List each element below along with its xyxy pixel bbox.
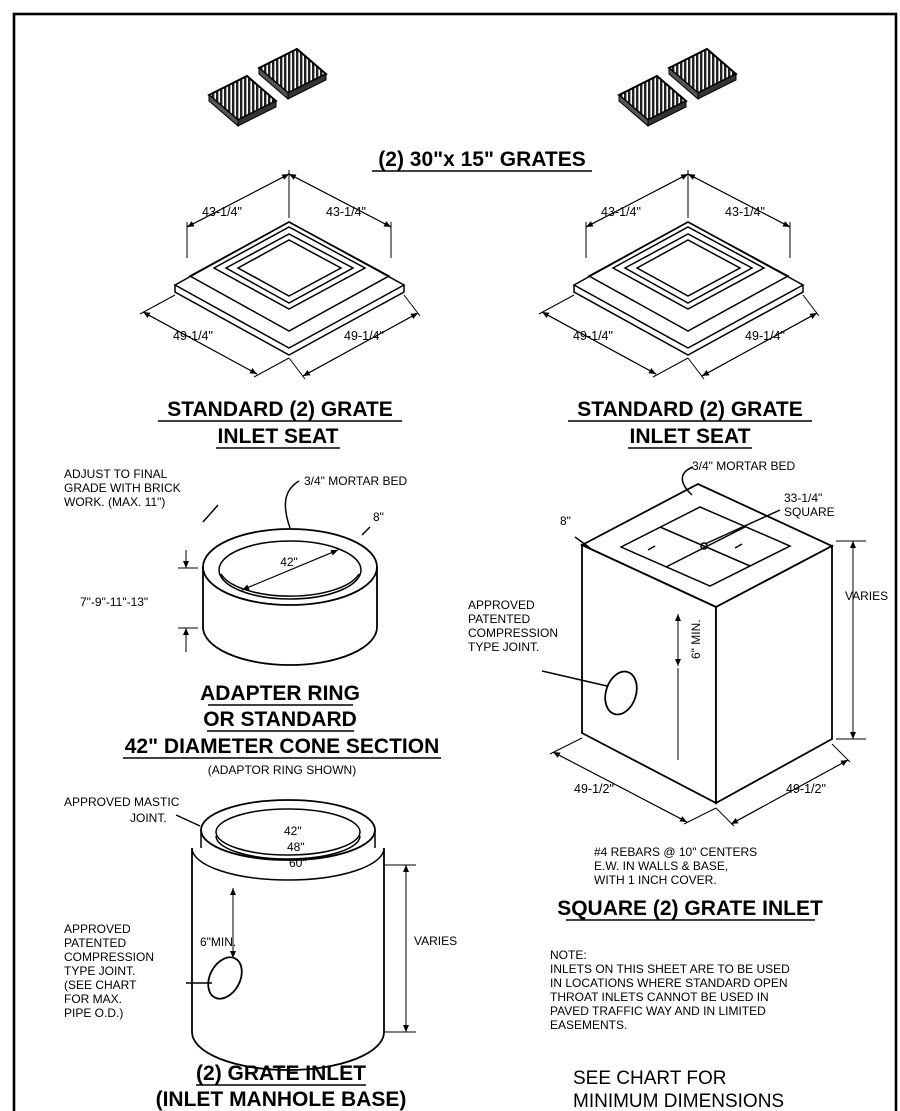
manhole-joint-line7: PIPE O.D.) (64, 1006, 123, 1020)
square-varies-label: VARIES (845, 589, 888, 603)
adapter-subtitle: (ADAPTOR RING SHOWN) (208, 763, 356, 777)
adapter-wall-label: 8" (373, 510, 384, 524)
adapter-title-line1: ADAPTER RING (200, 682, 360, 705)
manhole-d2: 48" (287, 840, 305, 854)
manhole-mastic-line2: JOINT. (130, 811, 167, 825)
square-dim-left: 49-1/2" (574, 782, 614, 796)
square-joint-line4: TYPE JOINT. (468, 640, 539, 654)
adapter-heights-label: 7"-9"-11"-13" (80, 595, 148, 609)
manhole-joint-line2: PATENTED (64, 936, 127, 950)
grates-title: (2) 30"x 15" GRATES (378, 148, 585, 171)
adapter-ring-drawing (178, 480, 378, 666)
seat-left-title-line2: INLET SEAT (218, 425, 339, 448)
square-wall-label: 8" (560, 514, 571, 528)
seat-right-title-line2: INLET SEAT (630, 425, 751, 448)
manhole-joint-line3: COMPRESSION (64, 950, 154, 964)
square-title: SQUARE (2) GRATE INLET (557, 897, 823, 920)
seat-left-dim-bottom-left: 49-1/4" (173, 329, 213, 343)
note-line1: INLETS ON THIS SHEET ARE TO BE USED (550, 962, 790, 976)
manhole-joint-line6: FOR MAX. (64, 992, 122, 1006)
chart-ref-line2: MINIMUM DIMENSIONS (573, 1091, 784, 1111)
manhole-title-line2: (INLET MANHOLE BASE) (156, 1088, 407, 1111)
square-joint-line2: PATENTED (468, 612, 531, 626)
seat-right-title-line1: STANDARD (2) GRATE (577, 398, 803, 421)
adapter-title-line3: 42" DIAMETER CONE SECTION (125, 735, 440, 758)
square-min-label: 6" MIN. (689, 619, 703, 659)
grate-pair-right (617, 47, 738, 128)
note-line4: PAVED TRAFFIC WAY AND IN LIMITED (550, 1004, 766, 1018)
adapter-title-line2: OR STANDARD (203, 708, 357, 731)
adapter-diameter-label: 42" (280, 555, 298, 569)
square-rebar-line2: E.W. IN WALLS & BASE, (594, 859, 728, 873)
manhole-d3: 60" (289, 856, 307, 870)
manhole-title-line1: (2) GRATE INLET (196, 1062, 366, 1085)
square-dim-right: 49-1/2" (786, 782, 826, 796)
square-dim-line2: SQUARE (784, 505, 835, 519)
adapter-note-line1: ADJUST TO FINAL (64, 467, 168, 481)
seat-left-dim-bottom-right: 49-1/4" (344, 329, 384, 343)
manhole-mastic-line1: APPROVED MASTIC (64, 795, 180, 809)
seat-right-dim-top-right: 43-1/4" (725, 205, 765, 219)
seat-right-dim-top-left: 43-1/4" (601, 205, 641, 219)
square-dim-line1: 33-1/4" (784, 491, 822, 505)
seat-right-dim-bottom-right: 49-1/4" (745, 329, 785, 343)
square-joint-line1: APPROVED (468, 598, 535, 612)
manhole-min-label: 6"MIN. (200, 935, 236, 949)
manhole-drawing (175, 799, 416, 1071)
adapter-mortar-label: 3/4" MORTAR BED (304, 474, 408, 488)
seat-left-title-line1: STANDARD (2) GRATE (167, 398, 393, 421)
adapter-note-line2: GRADE WITH BRICK (64, 481, 181, 495)
manhole-joint-line4: TYPE JOINT. (64, 964, 135, 978)
manhole-joint-line1: APPROVED (64, 922, 131, 936)
seat-right-dim-bottom-left: 49-1/4" (573, 329, 613, 343)
inlet-seat-left-drawing (139, 170, 421, 380)
square-rebar-line3: WITH 1 INCH COVER. (594, 873, 717, 887)
note-label: NOTE: (550, 948, 587, 962)
note-line5: EASEMENTS. (550, 1018, 627, 1032)
manhole-joint-line5: (SEE CHART (64, 978, 137, 992)
square-joint-line3: COMPRESSION (468, 626, 558, 640)
note-line2: IN LOCATIONS WHERE STANDARD OPEN (550, 976, 788, 990)
seat-left-dim-top-right: 43-1/4" (326, 205, 366, 219)
adapter-note-line3: WORK. (MAX. 11") (64, 495, 165, 509)
note-line3: THROAT INLETS CANNOT BE USED IN (550, 990, 769, 1004)
square-inlet-drawing (541, 466, 866, 827)
grate-pair-left (207, 47, 328, 128)
seat-left-dim-top-left: 43-1/4" (202, 205, 242, 219)
manhole-d1: 42" (284, 824, 302, 838)
square-mortar-label: 3/4" MORTAR BED (692, 459, 796, 473)
manhole-varies-label: VARIES (414, 934, 457, 948)
inlet-seat-right-drawing (538, 170, 820, 380)
sheet-border (12, 12, 898, 1111)
chart-ref-line1: SEE CHART FOR (573, 1068, 726, 1089)
square-rebar-line1: #4 REBARS @ 10" CENTERS (594, 845, 757, 859)
